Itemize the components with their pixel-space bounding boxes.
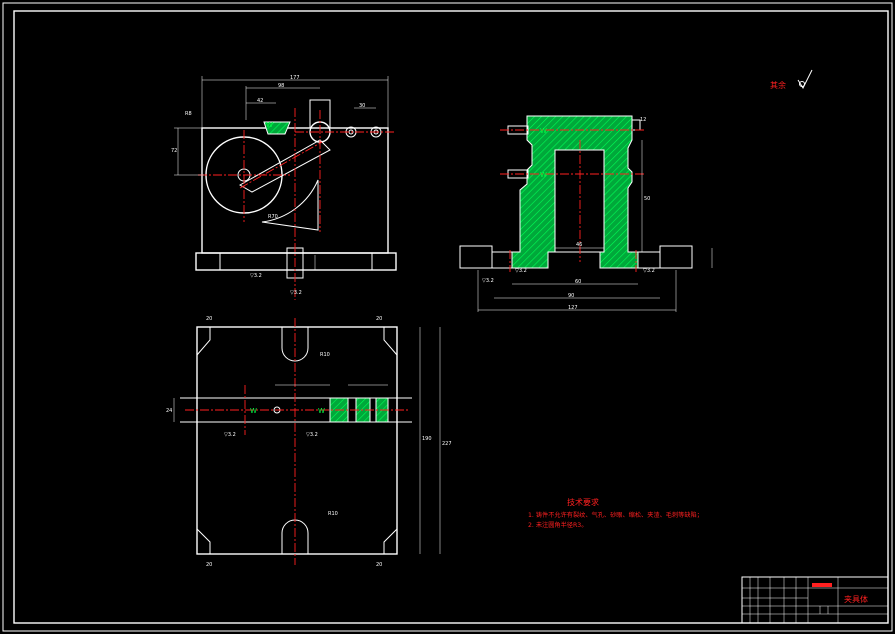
front-view: 177 98 42 30 72 R8 R70 ▽3.2 ▽3.2 W <box>171 75 397 300</box>
svg-text:W: W <box>250 407 257 415</box>
svg-text:227: 227 <box>442 441 452 447</box>
svg-text:R10: R10 <box>328 511 338 517</box>
svg-text:42: 42 <box>257 98 263 104</box>
svg-text:30: 30 <box>359 103 365 109</box>
svg-text:▽3.2: ▽3.2 <box>306 432 318 438</box>
svg-text:R10: R10 <box>320 352 330 358</box>
svg-text:▽3.2: ▽3.2 <box>224 432 236 438</box>
svg-text:R70: R70 <box>268 214 278 220</box>
svg-text:46: 46 <box>576 242 582 248</box>
roughness-label: 其余 <box>770 80 786 90</box>
svg-text:W: W <box>540 171 547 179</box>
tech-line-1: 1. 铸件不允许有裂纹、气孔、砂眼、缩松、夹渣、毛刺等缺陷； <box>528 511 703 519</box>
svg-text:177: 177 <box>290 75 300 81</box>
side-section-view: 60 90 127 50 46 12 ▽3.2 ▽3.2 ▽3.2 W W <box>459 115 713 312</box>
svg-text:▽3.2: ▽3.2 <box>482 278 494 284</box>
svg-text:W: W <box>266 121 273 129</box>
svg-text:R8: R8 <box>185 111 192 117</box>
svg-text:20: 20 <box>376 316 382 322</box>
svg-text:20: 20 <box>206 316 212 322</box>
svg-text:▽3.2: ▽3.2 <box>643 268 655 274</box>
svg-text:72: 72 <box>171 148 177 154</box>
roughness-note: 其余 <box>770 69 813 90</box>
svg-text:12: 12 <box>640 117 646 123</box>
top-view: 227 190 24 20 20 20 20 R10 R10 ▽3.2 ▽3.2… <box>166 316 452 568</box>
svg-text:▽3.2: ▽3.2 <box>250 273 262 279</box>
tech-line-2: 2. 未注圆角半径R3。 <box>528 521 587 529</box>
tech-requirements: 技术要求 1. 铸件不允许有裂纹、气孔、砂眼、缩松、夹渣、毛刺等缺陷； 2. 未… <box>528 497 703 529</box>
svg-text:90: 90 <box>568 293 574 299</box>
tech-title: 技术要求 <box>567 497 599 507</box>
svg-text:60: 60 <box>575 279 581 285</box>
title-block: 夹具体 <box>741 576 889 624</box>
svg-text:20: 20 <box>376 562 382 568</box>
svg-text:▽3.2: ▽3.2 <box>290 290 302 296</box>
part-name: 夹具体 <box>844 594 868 604</box>
svg-text:24: 24 <box>166 408 172 414</box>
svg-text:190: 190 <box>422 436 432 442</box>
svg-text:▽3.2: ▽3.2 <box>515 268 527 274</box>
svg-text:W: W <box>540 127 547 135</box>
svg-text:127: 127 <box>568 305 578 311</box>
svg-text:50: 50 <box>644 196 650 202</box>
svg-text:98: 98 <box>278 83 284 89</box>
svg-text:20: 20 <box>206 562 212 568</box>
svg-text:W: W <box>318 407 325 415</box>
